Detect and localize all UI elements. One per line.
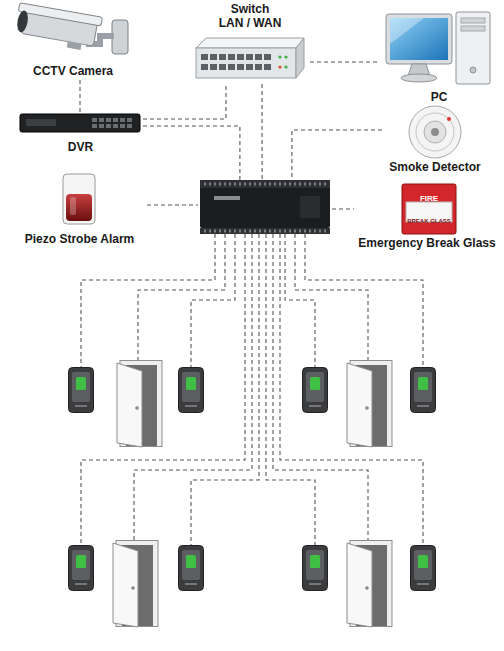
- wire: [305, 234, 423, 367]
- dashed-connector: [79, 80, 80, 112]
- device-label: PC: [431, 90, 448, 104]
- pc-node: PC: [380, 8, 498, 106]
- fingerprint-reader: [69, 546, 94, 591]
- door-icon: [117, 361, 162, 448]
- dashed-connector: [310, 61, 380, 62]
- dashed-connector: [143, 84, 226, 119]
- label-holder: BREAK GLASS: [406, 209, 452, 227]
- device-label: Emergency Break Glass: [358, 236, 495, 250]
- access-controller-icon: [200, 180, 330, 234]
- fingerprint-reader: [303, 546, 328, 591]
- fingerprint-reader: [69, 368, 94, 413]
- switch-node: SwitchLAN / WAN: [190, 2, 310, 84]
- strobe-alarm-node: Piezo Strobe Alarm: [12, 172, 147, 248]
- device-label: Switch: [231, 2, 270, 16]
- fingerprint-reader: [179, 546, 204, 591]
- dashed-connector: [292, 130, 382, 180]
- dvr-node: DVR: [18, 112, 143, 156]
- fingerprint-reader: [179, 368, 204, 413]
- pc-icon: [386, 12, 490, 84]
- wire: [295, 234, 368, 360]
- device-label: Piezo Strobe Alarm: [25, 232, 135, 246]
- sign-text: BREAK GLASS: [407, 218, 451, 224]
- controller-node: [198, 180, 332, 234]
- dashed-connector: [143, 126, 240, 180]
- door-row: [69, 541, 436, 628]
- cctv-camera-icon: [14, 3, 128, 54]
- break-glass-icon: [402, 184, 456, 234]
- reader-wiring: [81, 234, 423, 545]
- fingerprint-reader: [303, 368, 328, 413]
- sign-text: FIRE: [420, 195, 438, 203]
- dashed-connector: [261, 84, 262, 180]
- label-holder: FIRE: [402, 187, 456, 205]
- device-label: Smoke Detector: [389, 160, 480, 174]
- door-icon: [347, 361, 392, 448]
- fingerprint-reader: [411, 546, 436, 591]
- wire: [81, 234, 245, 545]
- wire: [191, 234, 235, 367]
- camera-node: CCTV Camera: [8, 4, 138, 80]
- door-icon: [113, 541, 158, 628]
- device-label: CCTV Camera: [33, 64, 113, 78]
- dashed-connector: [332, 208, 354, 209]
- door-icon: [347, 541, 392, 628]
- dvr-icon: [20, 114, 140, 132]
- door-row: [69, 361, 436, 448]
- break-glass-node: Emergency Break Glass: [354, 182, 500, 252]
- network-switch-icon: [196, 38, 304, 78]
- wire: [280, 234, 423, 545]
- device-label: DVR: [68, 140, 93, 154]
- smoke-detector-node: Smoke Detector: [382, 104, 488, 176]
- strobe-alarm-icon: [63, 174, 95, 224]
- smoke-detector-icon: [409, 106, 461, 158]
- dashed-connector: [147, 204, 198, 205]
- wire: [138, 234, 225, 360]
- device-label: LAN / WAN: [219, 16, 282, 30]
- wire: [285, 234, 315, 367]
- fingerprint-reader: [411, 368, 436, 413]
